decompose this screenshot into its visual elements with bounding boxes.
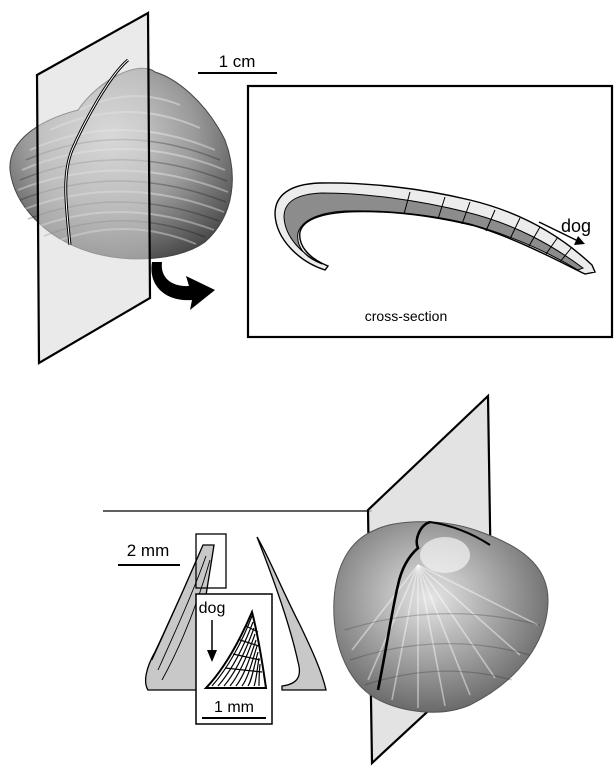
inset-scale-bar-label: 1 mm	[214, 699, 254, 716]
top-cutting-plane	[37, 13, 150, 363]
cross-section-label: cross-section	[365, 308, 447, 324]
top-panel: 1 cm dog cross-section	[10, 13, 612, 363]
bottom-dog-label: dog	[199, 600, 226, 617]
bottom-scale-bar-label: 2 mm	[127, 541, 170, 560]
bottom-shell-image	[334, 522, 548, 712]
top-dog-label: dog	[561, 216, 591, 236]
bottom-panel: 2 mm dog	[103, 396, 548, 763]
top-scale-bar-label: 1 cm	[219, 52, 256, 71]
curved-arrow-icon	[151, 262, 215, 310]
